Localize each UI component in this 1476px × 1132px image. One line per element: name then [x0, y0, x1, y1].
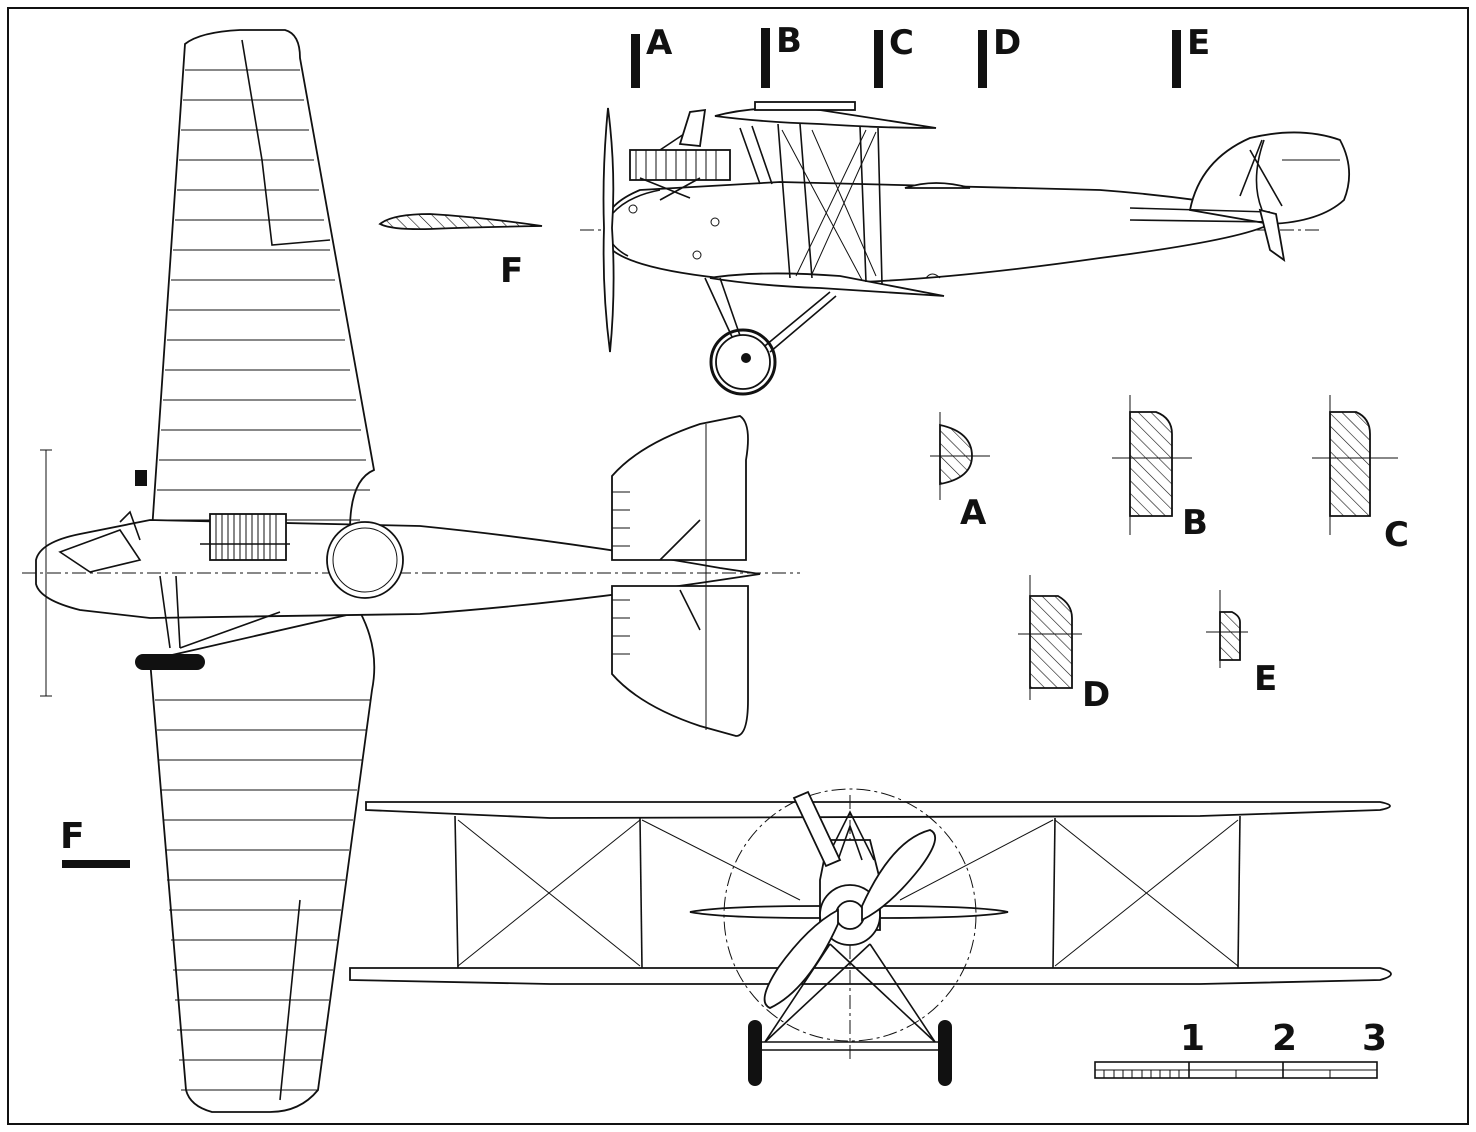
side-fuselage	[604, 181, 1272, 283]
plan-wing-ribs-bottom	[155, 699, 370, 1091]
section-marker-c-label: C	[889, 23, 914, 63]
front-wheel-right	[938, 1020, 952, 1086]
drawing-frame	[7, 7, 1469, 1125]
scale-label-3: 3	[1362, 1018, 1387, 1059]
plan-section-marker	[62, 860, 130, 868]
plan-view: F	[22, 29, 800, 1113]
airfoil-section: F	[378, 213, 543, 291]
section-marker-e-label: E	[1187, 23, 1210, 63]
section-c-label: C	[1384, 515, 1409, 555]
section-a: A	[930, 412, 990, 533]
plan-upper-wing-top	[149, 29, 376, 562]
section-b: B	[1112, 395, 1208, 543]
section-marker-a-label: A	[646, 23, 673, 63]
section-c: C	[1312, 395, 1409, 555]
section-marker-d-label: D	[993, 23, 1021, 63]
plan-upper-wing-bottom	[149, 610, 376, 1113]
airfoil-label: F	[500, 251, 523, 291]
section-marker-b: B	[761, 21, 802, 88]
section-marker-b-label: B	[776, 21, 802, 61]
side-lower-wing	[709, 272, 945, 297]
section-d: D	[1018, 575, 1110, 715]
cross-sections: A B C D E	[930, 395, 1409, 715]
front-view	[349, 788, 1392, 1086]
side-view	[580, 101, 1351, 396]
section-e-label: E	[1254, 659, 1277, 699]
section-e: E	[1206, 590, 1277, 699]
scale-label-1: 1	[1180, 1018, 1205, 1059]
front-propeller	[861, 829, 937, 922]
section-d-label: D	[1082, 675, 1110, 715]
plan-wing-ribs-top	[155, 69, 370, 521]
front-propeller-disc	[723, 788, 977, 1042]
side-upper-wing	[714, 107, 937, 129]
plan-radiator	[209, 513, 287, 561]
front-lower-wing	[349, 967, 1392, 985]
section-markers: A B C D E	[631, 21, 1210, 88]
section-marker-a: A	[631, 23, 673, 88]
plan-section-label: F	[60, 816, 85, 857]
front-upper-wing	[365, 801, 1391, 819]
section-marker-d: D	[978, 23, 1021, 88]
scale-bar: 1 2 3	[1094, 1018, 1387, 1079]
scale-label-2: 2	[1272, 1018, 1297, 1059]
section-marker-e: E	[1172, 23, 1210, 88]
section-b-label: B	[1182, 503, 1208, 543]
side-wheel	[709, 328, 777, 396]
plan-tailplane-lower	[611, 585, 749, 737]
front-wheel-left	[748, 1020, 762, 1086]
side-propeller	[602, 107, 615, 353]
side-tail-fin	[1188, 131, 1351, 225]
section-a-label: A	[960, 493, 987, 533]
plan-tailplane	[611, 415, 749, 561]
section-marker-c: C	[874, 23, 914, 88]
